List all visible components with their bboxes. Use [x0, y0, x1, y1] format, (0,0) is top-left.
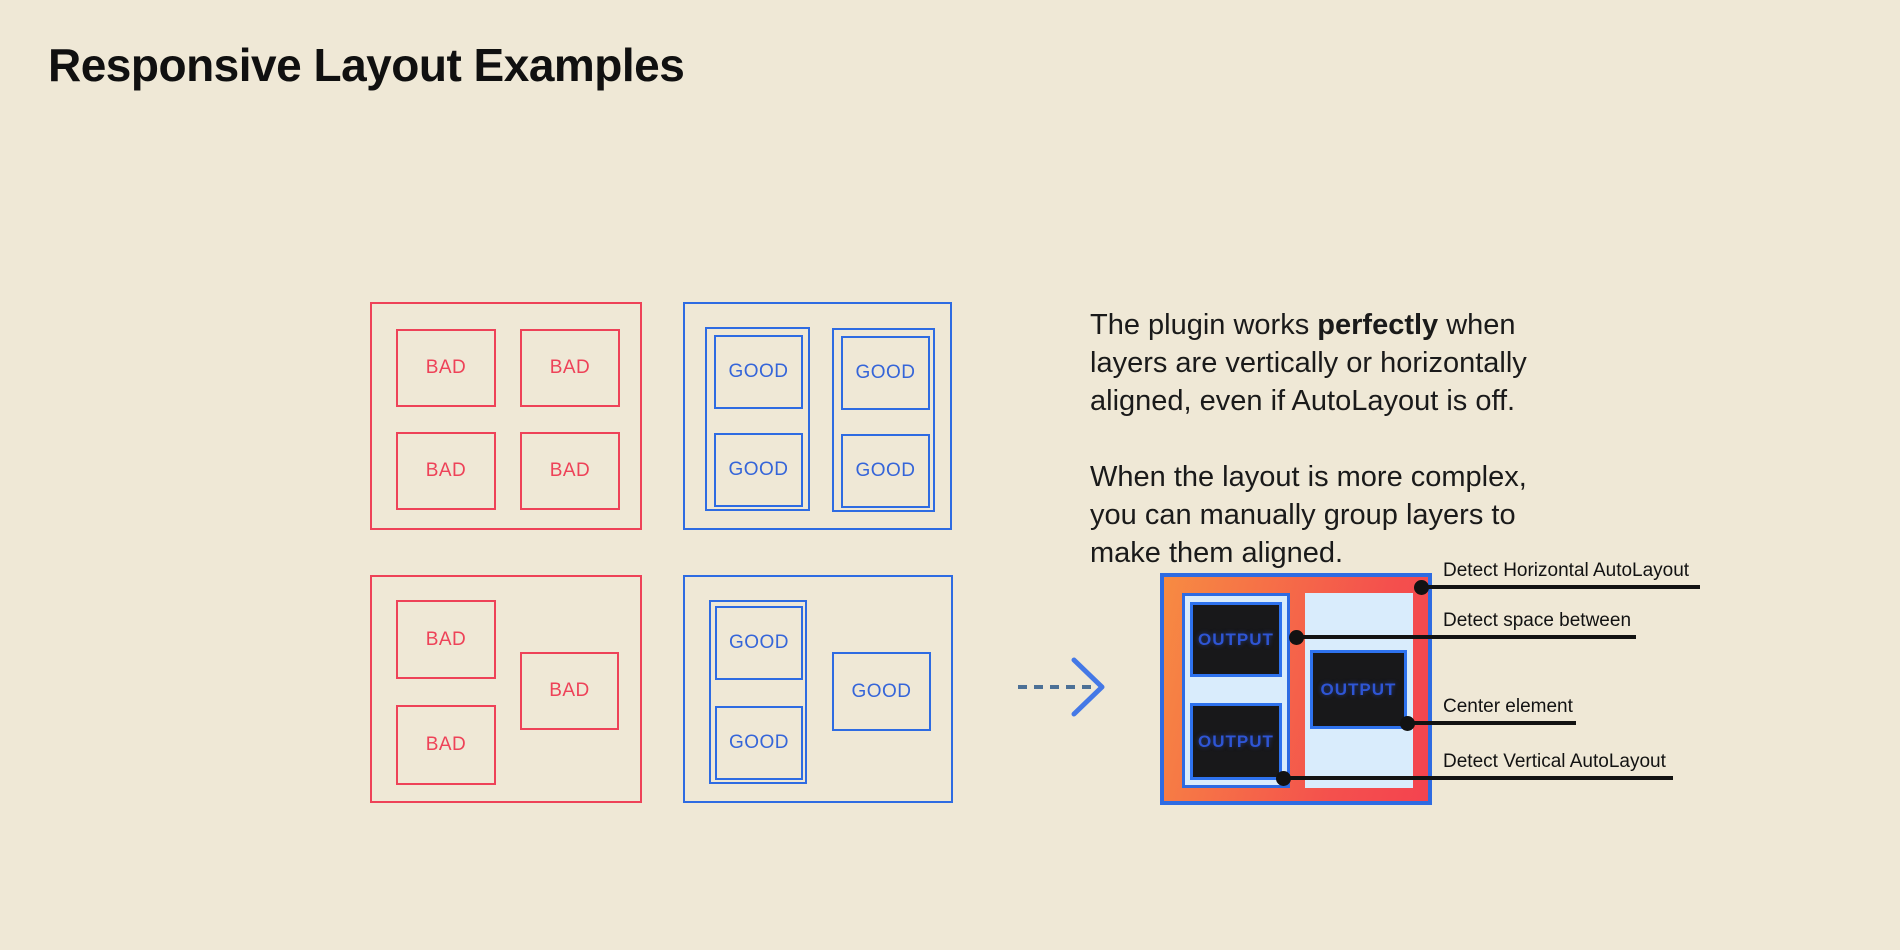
arrow-right-icon [1018, 657, 1105, 717]
good-box: GOOD [715, 606, 803, 680]
bad-box: BAD [520, 652, 619, 730]
good-box: GOOD [832, 652, 931, 731]
annotation-label: Center element [1443, 696, 1573, 717]
description-text-run: The plugin works [1090, 309, 1318, 341]
description-text-run: when layers are vertically or horizontal… [1090, 309, 1527, 417]
output-box: OUTPUT [1310, 650, 1407, 729]
bad-box: BAD [396, 705, 496, 785]
good-grid-container: GOOD GOOD GOOD GOOD [683, 302, 952, 530]
output-center-panel: OUTPUT [1305, 593, 1413, 788]
connector-dot [1400, 716, 1415, 731]
good-box: GOOD [714, 335, 803, 409]
good-group-wrapper: GOOD GOOD [705, 327, 810, 511]
output-vertical-group-panel: OUTPUT OUTPUT [1182, 593, 1290, 788]
output-frame: OUTPUT OUTPUT OUTPUT [1160, 573, 1432, 805]
bad-grid-container: BAD BAD BAD BAD [370, 302, 642, 530]
bad-box: BAD [520, 329, 620, 407]
good-box: GOOD [841, 336, 930, 410]
good-box: GOOD [714, 433, 803, 507]
annotation-line [1283, 776, 1673, 780]
good-box: GOOD [715, 706, 803, 780]
bad-free-container: BAD BAD BAD [370, 575, 642, 803]
connector-dot [1414, 580, 1429, 595]
annotation-line [1407, 721, 1576, 725]
connector-dot [1276, 771, 1291, 786]
output-box: OUTPUT [1190, 602, 1282, 677]
bad-box: BAD [396, 600, 496, 679]
good-free-container: GOOD GOOD GOOD [683, 575, 953, 803]
annotation-line [1296, 635, 1636, 639]
good-box: GOOD [841, 434, 930, 508]
output-box: OUTPUT [1190, 703, 1282, 780]
description-paragraph-2: When the layout is more complex, you can… [1090, 461, 1527, 569]
annotation-label: Detect Horizontal AutoLayout [1443, 560, 1690, 581]
bad-box: BAD [396, 432, 496, 510]
bad-box: BAD [396, 329, 496, 407]
description-text: The plugin works perfectly when layers a… [1090, 306, 1560, 610]
bad-box: BAD [520, 432, 620, 510]
connector-dot [1289, 630, 1304, 645]
page-title: Responsive Layout Examples [48, 39, 685, 91]
good-group-wrapper: GOOD GOOD [709, 600, 807, 784]
good-group-wrapper: GOOD GOOD [832, 328, 935, 512]
annotation-label: Detect space between [1443, 610, 1632, 631]
annotation-line [1421, 585, 1700, 589]
description-paragraph-1: The plugin works perfectly when layers a… [1090, 306, 1560, 420]
annotation-label: Detect Vertical AutoLayout [1443, 751, 1666, 772]
description-bold-run: perfectly [1317, 309, 1439, 341]
